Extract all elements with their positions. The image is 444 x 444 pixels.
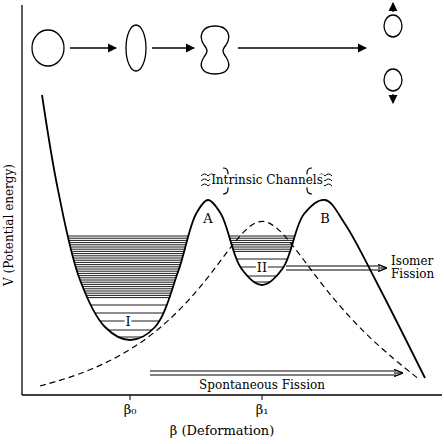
channel-label: Intrinsic Channels (210, 174, 324, 187)
level-line (30, 236, 214, 237)
energy-levels (30, 236, 330, 337)
level-line (214, 251, 330, 252)
level-line (214, 238, 330, 239)
level-line (30, 266, 214, 267)
level-line (30, 258, 214, 259)
tick-label: β₁ (255, 403, 270, 417)
level-line (30, 282, 214, 283)
level-line (30, 264, 214, 265)
level-line (30, 277, 214, 278)
tick-label: β₀ (123, 403, 138, 417)
level-line (30, 238, 214, 239)
level-line (30, 269, 214, 270)
y-axis (21, 5, 22, 395)
level-line (30, 284, 214, 285)
level-line (30, 247, 214, 248)
axis-title: V (Potential energy) (3, 163, 16, 287)
level-line (214, 282, 330, 283)
level-line (30, 293, 214, 294)
level-line (214, 259, 330, 260)
process-label: Spontaneous Fission (198, 379, 326, 392)
single-barrier-curve (40, 221, 420, 386)
level-line (30, 288, 214, 289)
channel-marks (201, 168, 332, 194)
level-line (30, 253, 214, 254)
well-label: II (256, 261, 268, 275)
level-line (30, 271, 214, 272)
well-label: I (124, 315, 131, 329)
level-line (214, 276, 330, 277)
fission-arrows (150, 266, 402, 375)
barrier-label: B (319, 212, 331, 226)
level-line (30, 305, 214, 306)
level-line (30, 321, 214, 322)
level-line (30, 251, 214, 252)
axis-title: β (Deformation) (169, 424, 275, 438)
level-line (214, 236, 330, 237)
nucleus-shapes (32, 3, 402, 103)
level-line (30, 255, 214, 256)
tick (130, 395, 131, 400)
level-line (30, 275, 214, 276)
double-barrier-curve (42, 95, 425, 378)
level-line (214, 240, 330, 241)
level-line (30, 330, 214, 331)
level-line (30, 280, 214, 281)
level-line (30, 249, 214, 250)
level-line (30, 273, 214, 274)
level-line (214, 249, 330, 250)
tick (262, 395, 263, 400)
level-line (214, 267, 330, 268)
level-line (30, 297, 214, 298)
x-axis (22, 394, 442, 395)
barrier-label: A (202, 212, 213, 226)
level-line (30, 295, 214, 296)
level-line (30, 286, 214, 287)
process-label: Isomer Fission (390, 255, 444, 281)
level-line (30, 262, 214, 263)
level-line (30, 313, 214, 314)
level-line (30, 260, 214, 261)
level-line (30, 291, 214, 292)
level-line (30, 337, 214, 338)
